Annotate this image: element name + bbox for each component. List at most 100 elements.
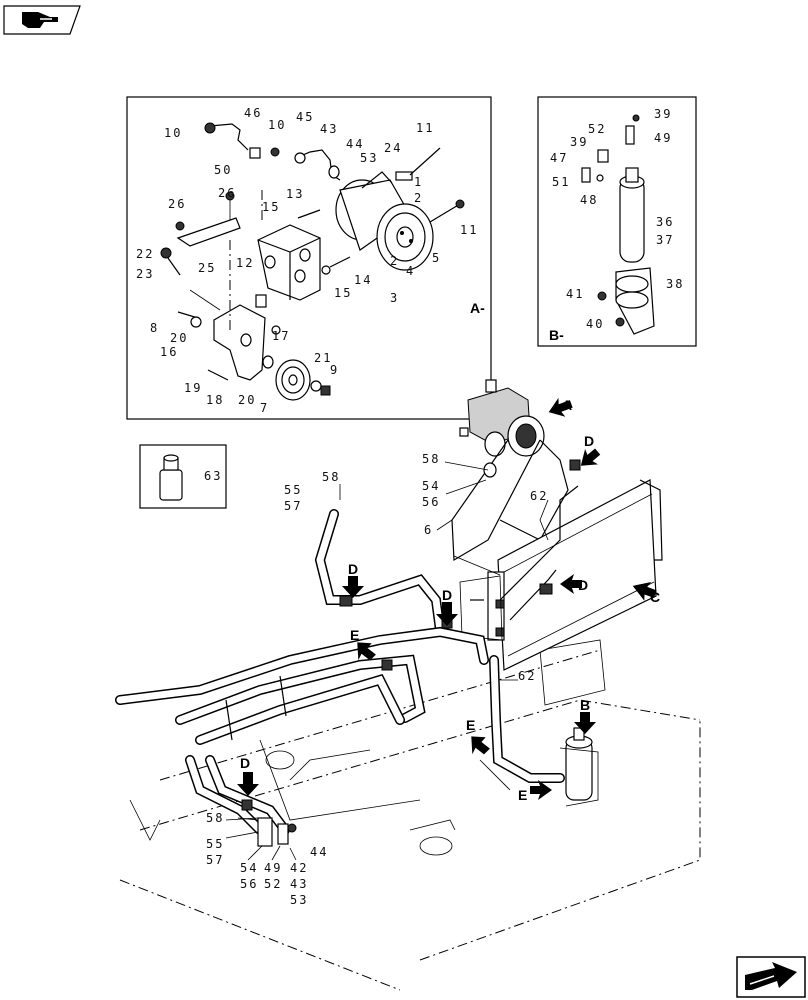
callout-letter-3: D [578,577,588,593]
main-label-13: 56 [240,877,258,891]
detail-a-label-3: 45 [296,110,314,124]
receiver-drier-part [619,167,645,263]
detail-a-caption: A- [470,300,485,316]
detail-a-label-17: 22 [136,247,154,261]
detail-a-label-28: 20 [170,331,188,345]
detail-b-label-6: 48 [580,193,598,207]
callout-arrow-c [632,581,657,601]
detail-b-label-8: 37 [656,233,674,247]
detail-b-label-0: 39 [654,107,672,121]
compressor-assembly [459,379,545,457]
idler-pulley-part [275,359,311,401]
main-label-10: 55 [206,837,224,851]
detail-a-label-32: 18 [206,393,224,407]
detail-a-label-4: 43 [320,122,338,136]
callout-letter-7: E [466,717,475,733]
compressor-part [335,171,434,271]
detail-a-label-11: 2 [414,191,423,205]
next-page-arrow-icon[interactable] [736,956,806,998]
main-label-11: 57 [206,853,224,867]
detail-a-label-33: 20 [238,393,256,407]
callout-arrow-d5 [237,772,259,796]
mount-bracket-part [257,224,321,301]
main-label-15: 52 [264,877,282,891]
main-label-1: 54 [422,479,440,493]
detail-b-label-1: 52 [588,122,606,136]
main-label-3: 6 [424,523,433,537]
detail-a-label-0: 10 [164,126,182,140]
detail-63-label: 63 [204,469,222,483]
detail-a-label-21: 14 [354,273,372,287]
callout-arrow-e2 [471,736,490,755]
detail-a-label-25: 2 [390,254,399,268]
detail-a-label-20: 12 [236,256,254,270]
detail-a-label-24: 4 [406,264,415,278]
callout-arrow-d1 [580,448,601,466]
main-label-6: 55 [284,483,302,497]
callout-arrow-e3 [530,780,552,800]
callout-letter-0: A [562,397,572,413]
detail-a-label-36: 9 [330,363,339,377]
detail-a-label-29: 17 [272,329,290,343]
detail-b-label-4: 47 [550,151,568,165]
receiver-drier-assembly [559,727,599,807]
detail-b-label-5: 51 [552,175,570,189]
detail-a-label-14: 13 [286,187,304,201]
main-label-5: 58 [322,470,340,484]
detail-a-label-9: 11 [416,121,434,135]
detail-a-label-35: 21 [314,351,332,365]
main-label-7: 57 [284,499,302,513]
detail-a-label-16: 11 [460,223,478,237]
line-fittings-part [237,817,297,847]
detail-a-label-26: 3 [390,291,399,305]
callout-letter-9: D [240,755,250,771]
detail-a-label-23: 5 [432,251,441,265]
detail-b-label-3: 39 [570,135,588,149]
detail-63-box [139,444,227,509]
main-label-4: 62 [530,489,548,503]
main-label-14: 49 [264,861,282,875]
callout-arrow-d3 [436,602,458,626]
callout-arrow-e1 [342,576,364,598]
detail-a-label-15: 15 [262,200,280,214]
hand-pointer-icon[interactable] [3,5,81,35]
main-label-16: 42 [290,861,308,875]
detail-a-label-18: 25 [198,261,216,275]
oil-bottle-part [159,454,183,501]
detail-a-label-13: 26 [168,197,186,211]
detail-b-label-2: 49 [654,131,672,145]
detail-b-label-11: 40 [586,317,604,331]
detail-b-box: B- [537,96,697,347]
callout-letter-5: D [348,561,358,577]
main-label-0: 58 [422,452,440,466]
detail-a-label-8: 24 [384,141,402,155]
detail-a-label-30: 16 [160,345,178,359]
callout-arrow-a [548,397,573,417]
detail-a-label-10: 1 [414,175,423,189]
condenser-part [487,479,663,671]
callout-letter-8: E [518,787,527,803]
detail-a-label-5: 44 [346,137,364,151]
detail-b-label-7: 36 [656,215,674,229]
callout-letter-4: D [442,587,452,603]
main-label-17: 43 [290,877,308,891]
detail-b-caption: B- [549,327,564,343]
callout-arrow-d4 [357,642,376,661]
callout-arrow-d2 [560,574,582,594]
main-label-2: 56 [422,495,440,509]
callout-letter-10: B [580,697,590,713]
lower-bracket-part [213,294,267,381]
callout-letter-6: E [350,627,359,643]
drier-clamp-part [615,267,655,335]
detail-a-label-6: 53 [360,151,378,165]
detail-a-labels: 1046104543445350241112262613151122252312… [136,106,478,415]
detail-a-label-22: 15 [334,286,352,300]
main-assembly [115,379,701,991]
detail-a-label-19: 23 [136,267,154,281]
main-label-12: 54 [240,861,258,875]
detail-b-label-10: 38 [666,277,684,291]
